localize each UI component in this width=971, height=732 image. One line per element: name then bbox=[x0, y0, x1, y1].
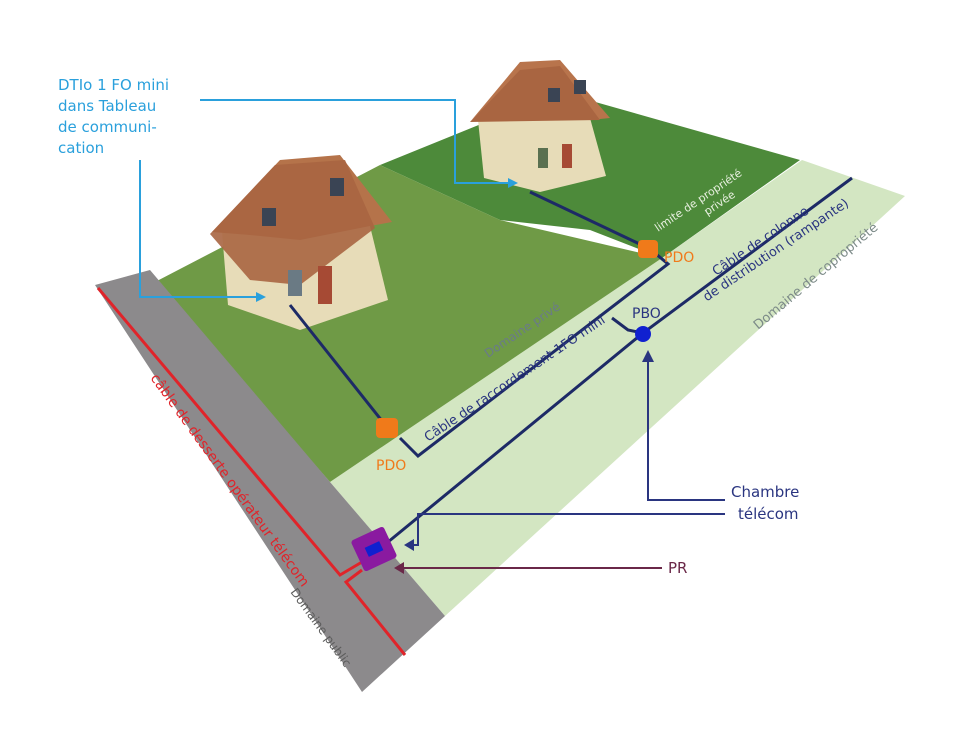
house-right bbox=[470, 60, 610, 192]
pbo-box bbox=[635, 326, 651, 342]
arrow-icon bbox=[394, 562, 404, 574]
dtio-callout-lines bbox=[139, 99, 510, 298]
arrow-icon bbox=[404, 539, 414, 551]
arrow-icon bbox=[642, 350, 654, 362]
pdo-left-box bbox=[376, 418, 398, 438]
house-left bbox=[210, 155, 392, 330]
dtio-label: DTIo 1 FO mini dans Tableau de communi- … bbox=[58, 76, 169, 157]
dtio-line: cation bbox=[58, 139, 104, 157]
chambre-label: Chambre télécom bbox=[731, 483, 799, 523]
copropriete-strip bbox=[330, 160, 905, 616]
pdo-left-label: PDO bbox=[376, 458, 406, 474]
pdo-right-label: PDO bbox=[664, 250, 694, 266]
pdo-right-box bbox=[638, 240, 658, 258]
desserte-cable bbox=[96, 287, 407, 656]
public-road bbox=[95, 270, 445, 692]
dtio-line: DTIo 1 FO mini bbox=[58, 76, 169, 94]
dtio-line: dans Tableau bbox=[58, 97, 156, 115]
arrow-icon bbox=[256, 292, 266, 302]
arrow-icon bbox=[508, 178, 518, 188]
pr-box bbox=[351, 526, 397, 572]
pbo-label: PBO bbox=[632, 306, 661, 322]
chambre-line: télécom bbox=[738, 505, 799, 523]
pr-label: PR bbox=[668, 559, 687, 577]
chambre-line: Chambre bbox=[731, 483, 799, 501]
dtio-line: de communi- bbox=[58, 118, 157, 136]
